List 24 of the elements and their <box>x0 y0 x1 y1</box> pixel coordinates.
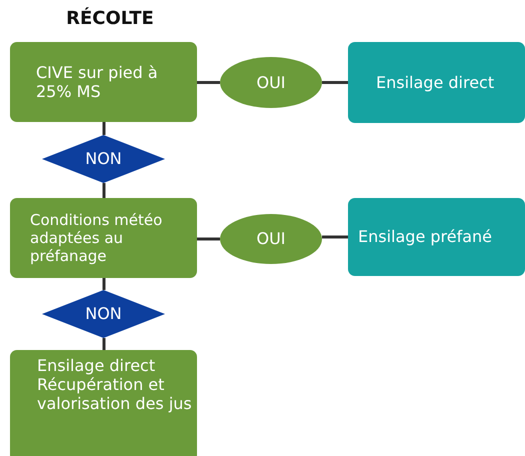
connector-line <box>102 122 106 135</box>
answer-label: NON <box>85 149 122 169</box>
node-text: Ensilage direct <box>376 72 496 92</box>
title: RÉCOLTE <box>65 8 155 29</box>
node-text: Conditions météo adaptées au préfanage <box>30 211 164 265</box>
connector-line <box>197 238 220 240</box>
process-box <box>10 350 197 456</box>
connector-line <box>197 81 220 84</box>
answer-label: OUI <box>256 229 286 249</box>
connector-line <box>102 338 106 350</box>
process-box <box>348 198 525 276</box>
process-box <box>10 198 197 278</box>
connector-line <box>322 81 348 84</box>
process-box <box>10 42 197 122</box>
node-text: Ensilage préfané <box>358 227 494 247</box>
connector-line <box>322 236 348 238</box>
node-text: Ensilage direct <box>37 356 156 376</box>
answer-label: NON <box>85 304 122 324</box>
node-text: Récupération et valorisation des jus <box>37 375 193 414</box>
connector-line <box>102 183 106 198</box>
process-box <box>348 42 525 123</box>
node-text: CIVE sur pied à 25% MS <box>36 62 159 102</box>
answer-label: OUI <box>256 72 286 92</box>
connector-line <box>102 278 106 290</box>
